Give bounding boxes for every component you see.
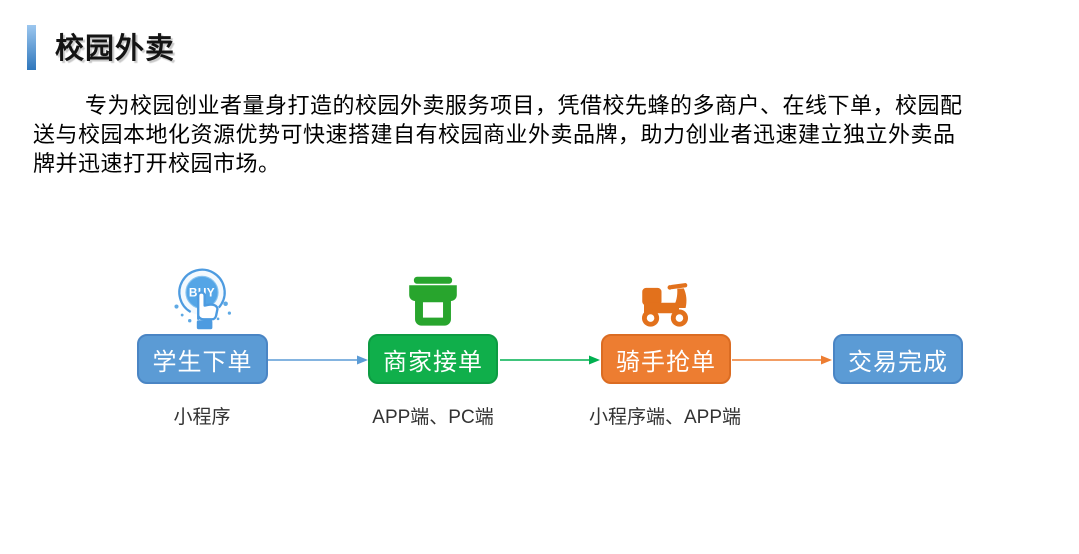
storefront-icon xyxy=(409,276,457,326)
delivery-scooter-icon xyxy=(641,283,689,327)
flow-step-rider-grab: 骑手抢单 xyxy=(601,334,731,384)
flow-step-merchant-accept: 商家接单 xyxy=(368,334,498,384)
intro-line: 送与校园本地化资源优势可快速搭建自有校园商业外卖品牌，助力创业者迅速建立独立外卖… xyxy=(33,122,956,147)
connector-arrow-student-to-merchant xyxy=(268,355,368,365)
connector-arrow-merchant-to-rider xyxy=(500,355,600,365)
flow-step-student-order: 学生下单 xyxy=(137,334,268,384)
connector-arrow-rider-to-done xyxy=(732,355,832,365)
intro-line: 专为校园创业者量身打造的校园外卖服务项目，凭借校先蜂的多商户、在线下单，校园配 xyxy=(85,93,963,118)
flow-step-channel-label: 小程序端、APP端 xyxy=(588,407,742,428)
flow-step-channel-label: 小程序 xyxy=(173,407,231,428)
title-accent-bar xyxy=(27,25,36,70)
page-title: 校园外卖 xyxy=(55,33,176,65)
flow-step-transaction-done: 交易完成 xyxy=(833,334,963,384)
buy-button-hand-icon: BUY xyxy=(174,268,231,330)
intro-paragraph: 专为校园创业者量身打造的校园外卖服务项目，凭借校先蜂的多商户、在线下单，校园配 … xyxy=(33,91,1049,178)
flow-step-channel-label: APP端、PC端 xyxy=(372,407,494,428)
intro-line: 牌并迅速打开校园市场。 xyxy=(33,151,281,176)
